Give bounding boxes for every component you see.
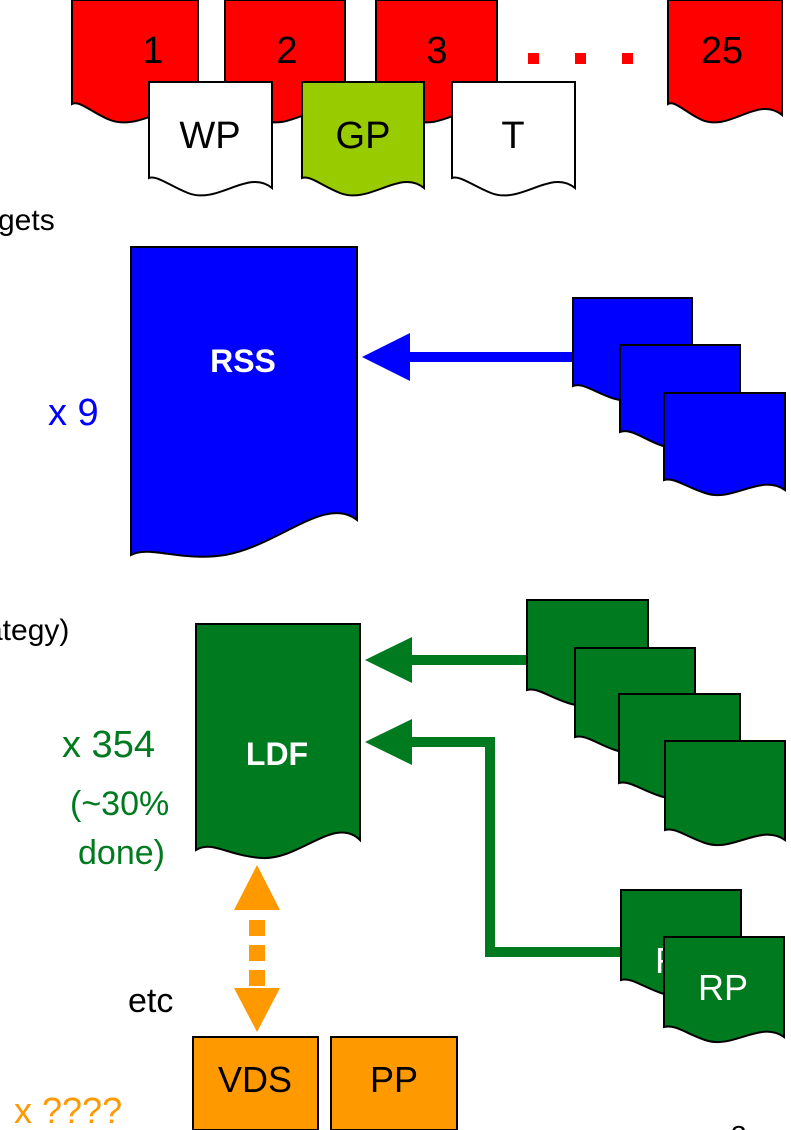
strategy-text: ategy): [0, 614, 69, 647]
doc-pp-label: PP: [370, 1059, 418, 1100]
doc-vds: VDS: [192, 1036, 319, 1130]
doc-wp: WP: [148, 81, 273, 197]
red-doc-25-label: 25: [701, 30, 743, 72]
rss-arrow: [362, 333, 575, 381]
red-doc-2-label: 2: [276, 30, 297, 72]
ldf-arrow-top: [365, 637, 530, 683]
ellipsis-dots: [528, 53, 633, 64]
orange-double-arrow: [234, 865, 280, 1032]
ldf-doc-label: LDF: [246, 736, 308, 772]
red-doc-25: 25: [667, 0, 783, 124]
blue-doc-stack: [572, 297, 786, 497]
doc-gp: GP: [301, 81, 425, 197]
doc-gp-label: GP: [336, 115, 391, 157]
etc-text: etc: [128, 982, 173, 1020]
doc-t: T: [451, 81, 576, 197]
red-doc-3-label: 3: [426, 30, 447, 72]
rp-doc-front: RP: [663, 936, 785, 1043]
page-number: 3: [731, 1120, 747, 1130]
ldf-progress-line2: done): [78, 834, 165, 872]
gets-text: gets: [0, 204, 55, 237]
ldf-arrow-rp: [365, 719, 624, 957]
red-doc-1-label: 1: [142, 30, 163, 72]
rss-doc-label: RSS: [210, 343, 276, 379]
doc-wp-label: WP: [179, 115, 240, 157]
rp-doc-front-label: RP: [698, 967, 748, 1008]
ldf-doc: LDF: [195, 623, 361, 860]
doc-vds-label: VDS: [218, 1059, 292, 1100]
ldf-progress-line1: (~30%: [70, 785, 169, 823]
green-doc-stack: [526, 599, 786, 847]
doc-t-label: T: [501, 115, 524, 157]
doc-pp: PP: [330, 1036, 458, 1130]
rss-multiplier: x 9: [48, 392, 99, 434]
vds-multiplier: x ????: [14, 1090, 122, 1130]
ldf-multiplier: x 354: [62, 724, 155, 766]
rss-doc: RSS: [130, 246, 358, 558]
